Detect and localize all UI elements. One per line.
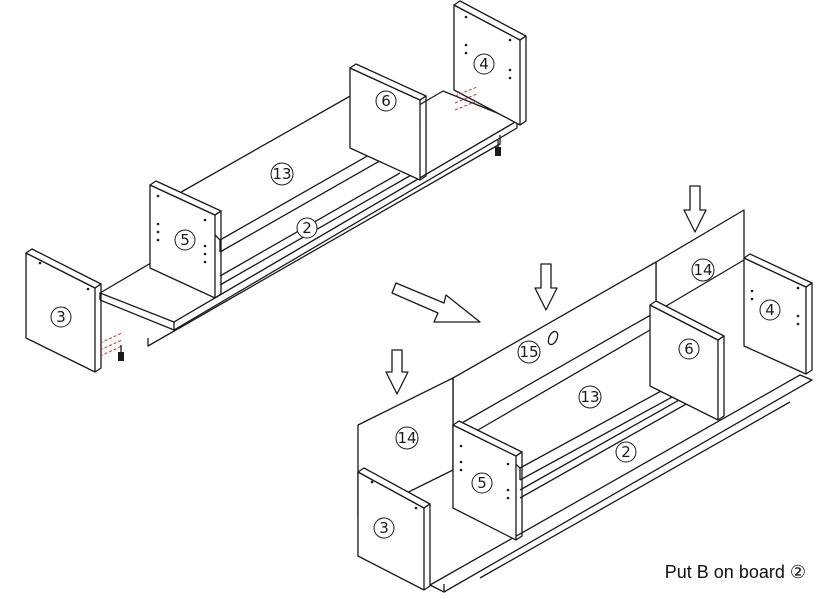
- label-14-right: 14: [691, 258, 715, 282]
- label-3-right: 3: [373, 517, 395, 539]
- instruction-caption: Put B on board ②: [664, 562, 806, 582]
- svg-text:15: 15: [519, 343, 538, 361]
- label-5-right: 5: [471, 472, 493, 494]
- board-2-front-edge: [173, 120, 518, 331]
- label-4-right: 4: [759, 299, 781, 321]
- svg-text:5: 5: [180, 231, 190, 249]
- panel-4-holes-assembled: [750, 286, 800, 326]
- down-arrow-right: [683, 185, 707, 233]
- down-arrow-middle: [534, 263, 558, 311]
- assembled-unit: 3 5 6 4 14 14 15 13: [357, 185, 813, 593]
- svg-text:6: 6: [684, 340, 694, 358]
- panel-4-holes: [464, 15, 512, 80]
- down-arrow-left: [385, 349, 409, 395]
- svg-text:3: 3: [379, 519, 389, 537]
- svg-text:3: 3: [56, 308, 66, 326]
- panel-5-holes-assembled: [459, 444, 510, 500]
- svg-text:13: 13: [272, 165, 291, 183]
- svg-text:5: 5: [477, 474, 487, 492]
- dowel-guides-right: [454, 86, 478, 111]
- svg-text:6: 6: [381, 92, 391, 110]
- panel-5-holes: [156, 194, 207, 264]
- dowel-guides-left: [99, 332, 123, 357]
- screw-icon: [118, 345, 124, 361]
- label-14-left: 14: [395, 426, 419, 450]
- svg-text:4: 4: [479, 55, 489, 73]
- label-3-left: 3: [50, 306, 72, 328]
- svg-text:14: 14: [693, 261, 712, 279]
- label-13-right: 13: [578, 385, 602, 409]
- screw-icon: [495, 140, 501, 156]
- label-2-left: 2: [296, 217, 318, 239]
- label-13-left: 13: [270, 162, 294, 186]
- svg-text:2: 2: [302, 219, 312, 237]
- base-board-2: [429, 374, 813, 593]
- label-5-left: 5: [174, 229, 196, 251]
- transition-arrow: [391, 282, 481, 323]
- label-4-left: 4: [473, 53, 495, 75]
- exploded-assembly: 3 5 6 4 13 2: [25, 0, 527, 373]
- label-2-right: 2: [615, 441, 637, 463]
- svg-text:2: 2: [621, 443, 631, 461]
- svg-text:4: 4: [765, 301, 775, 319]
- cable-hole: [547, 330, 559, 346]
- label-15: 15: [517, 340, 541, 364]
- label-6-right: 6: [678, 338, 700, 360]
- svg-text:13: 13: [580, 388, 599, 406]
- svg-text:14: 14: [397, 429, 416, 447]
- label-6-left: 6: [375, 90, 397, 112]
